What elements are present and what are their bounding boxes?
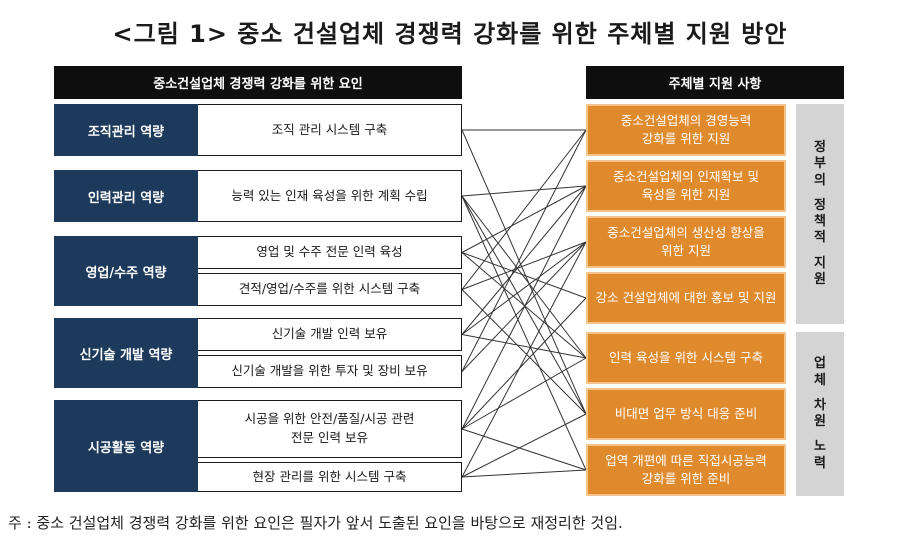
connection-line	[461, 252, 587, 359]
side-char: 책	[814, 214, 826, 229]
support-contactless: 비대면 업무 방식 대응 준비	[586, 388, 786, 440]
support-direct-construction: 업역 개편에 따른 직접시공능력 강화를 위한 준비	[586, 444, 786, 496]
side-char: 원	[814, 414, 826, 429]
side-char: 력	[814, 455, 826, 471]
connection-line	[461, 413, 587, 478]
support-management: 중소건설업체의 경영능력 강화를 위한 지원	[586, 104, 786, 156]
side-char: 적	[814, 230, 826, 246]
connection-line	[461, 428, 587, 471]
factor-estimate-system: 견적/영업/수주를 위한 시스템 구축	[198, 273, 462, 306]
side-char: 지	[814, 255, 826, 271]
connection-line	[461, 129, 587, 415]
support-talent: 중소건설업체의 인재확보 및 육성을 위한 지원	[586, 160, 786, 212]
category-hr: 인력관리 역량	[54, 170, 198, 222]
side-char: 의	[814, 172, 826, 188]
side-char: 정	[814, 140, 826, 155]
connection-line	[461, 252, 587, 299]
connection-line	[461, 469, 587, 478]
support-productivity: 중소건설업체의 생산성 향상을 위한 지원	[586, 216, 786, 268]
category-organization: 조직관리 역량	[54, 104, 198, 156]
support-hr-system: 인력 육성을 위한 시스템 구축	[586, 332, 786, 384]
connection-line	[461, 185, 587, 253]
connection-line	[461, 241, 587, 335]
side-char: 업	[814, 356, 826, 372]
connection-line	[461, 241, 587, 478]
supports-header: 주체별 지원 사항	[586, 66, 844, 99]
factor-talent-plan: 능력 있는 인재 육성을 위한 계획 수립	[198, 170, 462, 222]
connection-line	[461, 185, 587, 430]
connection-line	[461, 241, 587, 290]
side-char: 차	[814, 397, 826, 413]
connection-line	[461, 334, 587, 359]
side-char: 노	[814, 439, 826, 455]
category-newtech: 신기술 개발 역량	[54, 318, 198, 388]
connection-line	[461, 129, 587, 290]
factor-tech-staff: 신기술 개발 인력 보유	[198, 318, 462, 351]
support-promotion: 강소 건설업체에 대한 홍보 및 지원	[586, 272, 786, 324]
footnote: 주 : 중소 건설업체 경쟁력 강화를 위한 요인은 필자가 앞서 도출된 요인…	[8, 514, 623, 532]
factor-sales-staff: 영업 및 수주 전문 인력 육성	[198, 236, 462, 269]
connection-line	[461, 357, 587, 430]
factor-site-system: 현장 관리를 위한 시스템 구축	[198, 462, 462, 492]
figure-title: <그림 1> 중소 건설업체 경쟁력 강화를 위한 주체별 지원 방안	[112, 20, 788, 48]
side-char: 부	[814, 156, 826, 172]
connection-line	[461, 185, 587, 197]
factors-header: 중소건설업체 경쟁력 강화를 위한 요인	[54, 66, 462, 99]
connection-line	[461, 195, 587, 359]
side-char: 정	[814, 197, 826, 213]
factor-org-system: 조직 관리 시스템 구축	[198, 104, 462, 156]
connection-line	[461, 185, 587, 335]
factor-safety-staff: 시공을 위한 안전/품질/시공 관련 전문 인력 보유	[198, 400, 462, 458]
category-sales: 영업/수주 역량	[54, 236, 198, 306]
connection-line	[461, 129, 587, 372]
factor-tech-investment: 신기술 개발을 위한 투자 및 장비 보유	[198, 355, 462, 388]
category-construction: 시공활동 역량	[54, 400, 198, 492]
side-char: 원	[814, 271, 826, 287]
side-char: 체	[814, 372, 826, 388]
connection-line	[461, 297, 587, 430]
